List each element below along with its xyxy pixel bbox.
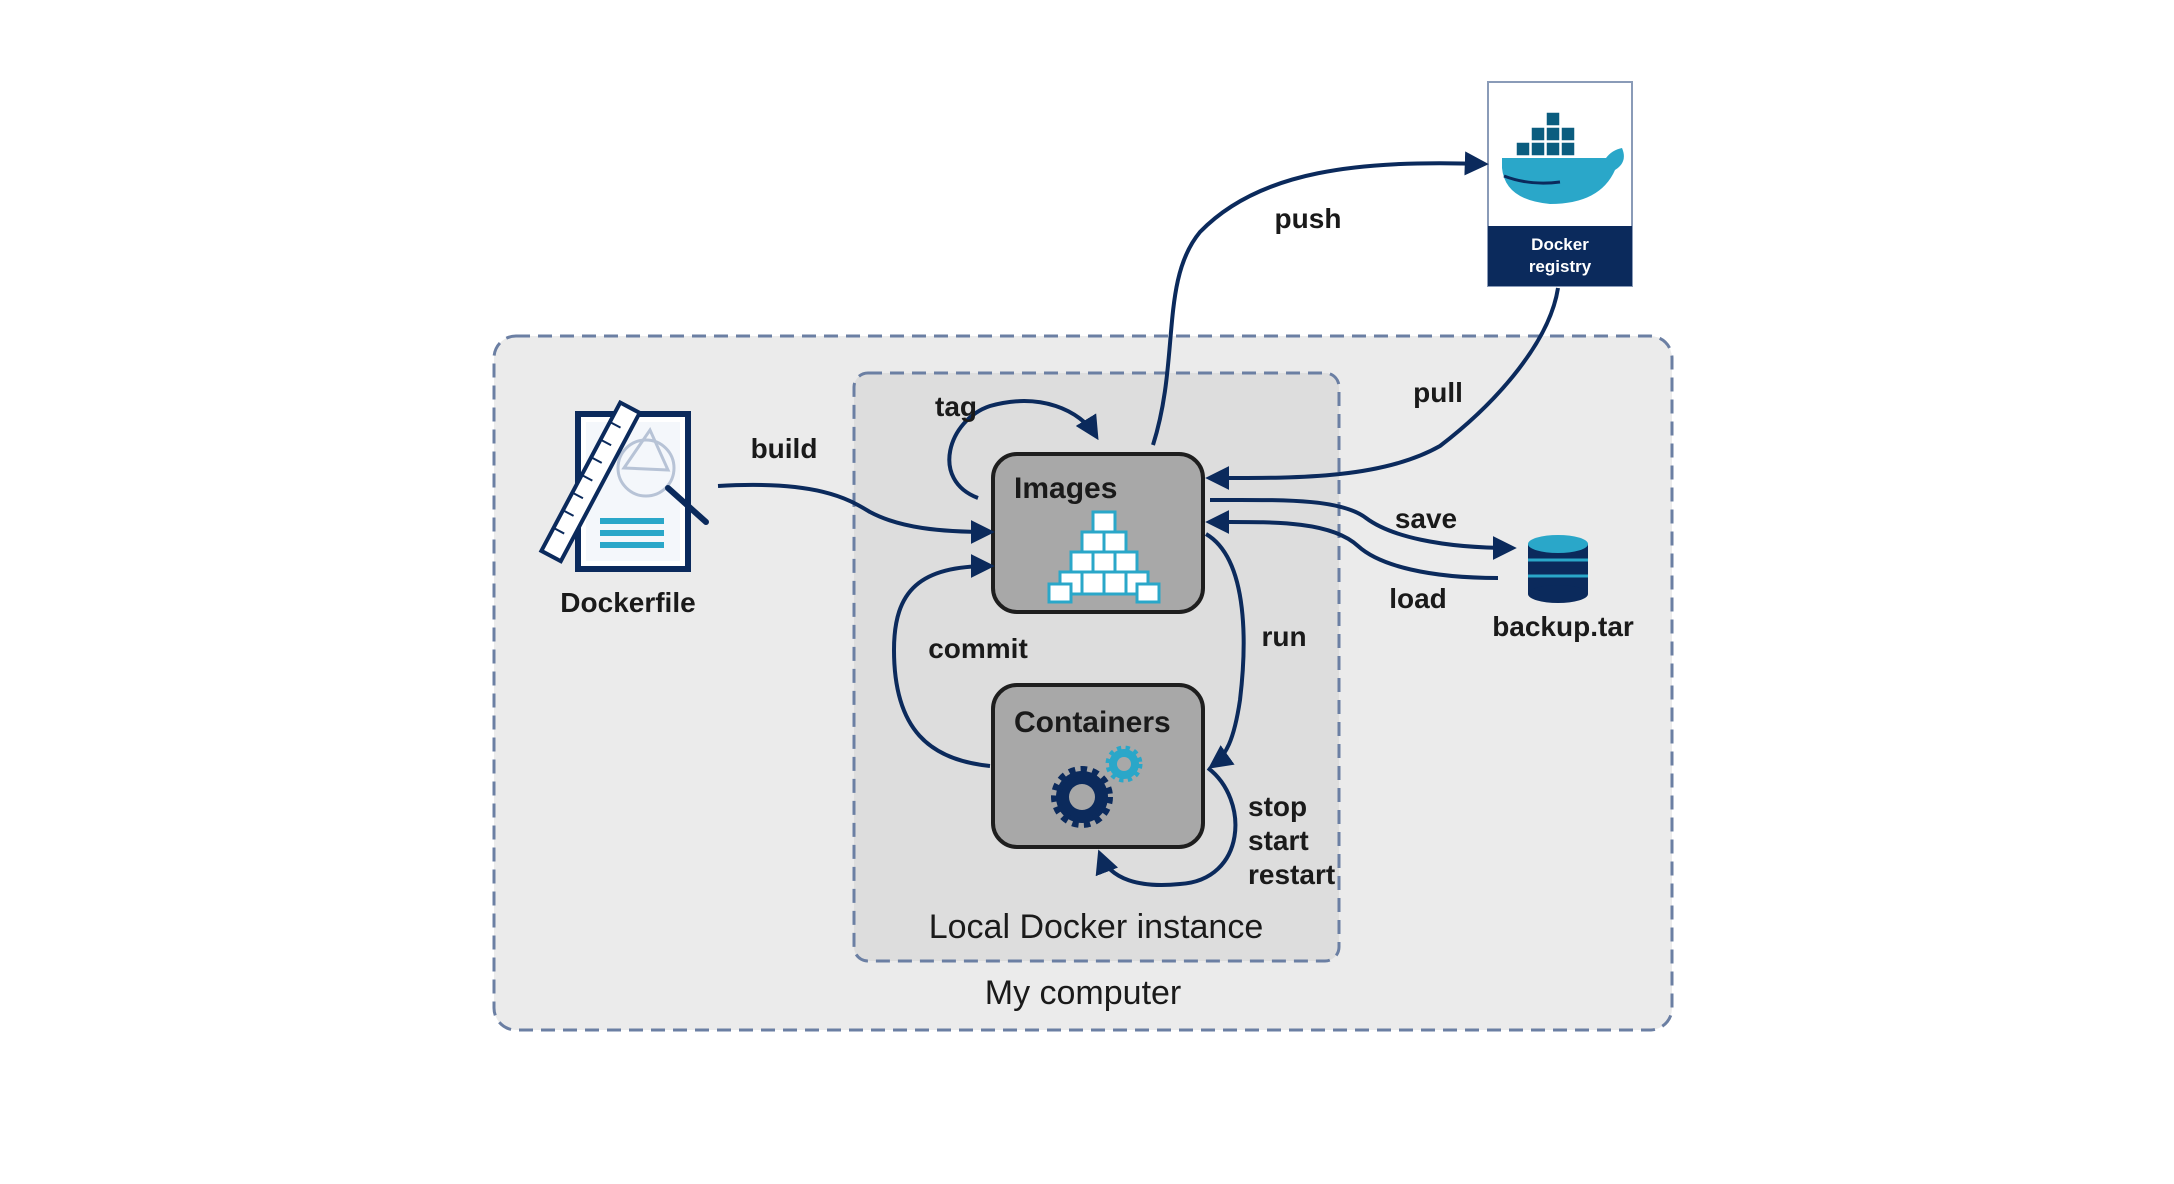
pull-arrow (1205, 287, 1560, 491)
run-label: run (1261, 621, 1306, 652)
save-arrow (1209, 497, 1517, 560)
restart-label: restart (1248, 859, 1335, 890)
backup-tar-label: backup.tar (1492, 611, 1634, 642)
build-label: build (751, 433, 818, 464)
containers-node: Containers (991, 683, 1205, 849)
tag-label: tag (935, 391, 977, 422)
commit-label: commit (928, 633, 1028, 664)
my-computer-label: My computer (985, 974, 1182, 1012)
commit-arrow (891, 554, 995, 768)
push-label: push (1275, 203, 1342, 234)
load-arrow (1205, 509, 1499, 580)
images-node: Images (991, 452, 1205, 614)
local-docker-instance-label: Local Docker instance (929, 908, 1264, 946)
tag-arrow (947, 399, 1099, 500)
load-label: load (1389, 583, 1447, 614)
containers-label: Containers (1014, 706, 1171, 739)
blueprint-document-icon (538, 399, 709, 572)
docker-whale-icon (1502, 111, 1624, 204)
dockerfile-node: Dockerfile (538, 399, 709, 618)
docker-registry-node: Docker registry (1487, 81, 1633, 287)
save-label: save (1395, 503, 1457, 534)
edges: build tag push pull save load run commit… (717, 151, 1560, 890)
registry-label-line1: Docker (1531, 235, 1589, 254)
pull-label: pull (1413, 377, 1463, 408)
dockerfile-label: Dockerfile (560, 587, 695, 618)
build-arrow (717, 482, 995, 544)
push-arrow (1151, 151, 1489, 446)
run-arrow (1204, 532, 1246, 769)
registry-label-line2: registry (1529, 257, 1592, 276)
backup-tar-node: backup.tar (1492, 535, 1634, 642)
start-label: start (1248, 825, 1309, 856)
gears-icon (1051, 745, 1143, 828)
database-icon (1528, 535, 1588, 603)
stop-label: stop (1248, 791, 1307, 822)
images-label: Images (1014, 472, 1117, 505)
stacked-cubes-icon (1047, 510, 1161, 604)
stop-start-restart-arrow (1095, 766, 1238, 887)
